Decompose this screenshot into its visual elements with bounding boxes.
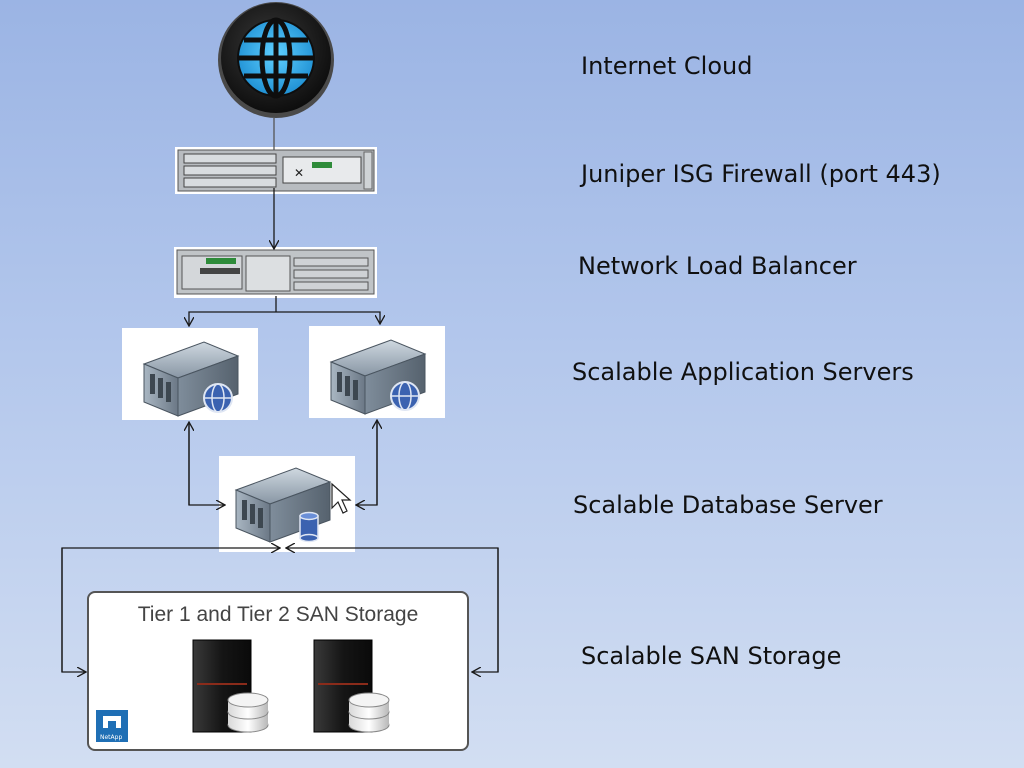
netapp-logo-icon: NetApp — [96, 710, 128, 742]
connectors — [61, 118, 499, 672]
label-load-balancer: Network Load Balancer — [578, 252, 857, 280]
firewall-appliance-icon: ✕ — [175, 147, 377, 194]
label-firewall: Juniper ISG Firewall (port 443) — [581, 160, 941, 188]
label-db-server: Scalable Database Server — [573, 491, 883, 519]
san-storage-icon — [192, 639, 269, 733]
netapp-logo-text: NetApp — [100, 734, 122, 741]
san-storage-box: Tier 1 and Tier 2 SAN Storage — [87, 591, 469, 751]
app-server-icon — [142, 341, 240, 417]
san-storage-icon — [313, 639, 390, 733]
svg-text:✕: ✕ — [294, 166, 304, 180]
mouse-cursor-icon — [331, 482, 352, 514]
database-server-icon — [234, 467, 332, 543]
label-internet-cloud: Internet Cloud — [581, 52, 753, 80]
san-storage-title: Tier 1 and Tier 2 SAN Storage — [137, 603, 419, 626]
label-app-servers: Scalable Application Servers — [572, 358, 914, 386]
app-server-icon — [329, 339, 427, 415]
load-balancer-appliance-icon — [174, 247, 377, 298]
globe-icon — [218, 2, 334, 118]
label-san: Scalable SAN Storage — [581, 642, 842, 670]
